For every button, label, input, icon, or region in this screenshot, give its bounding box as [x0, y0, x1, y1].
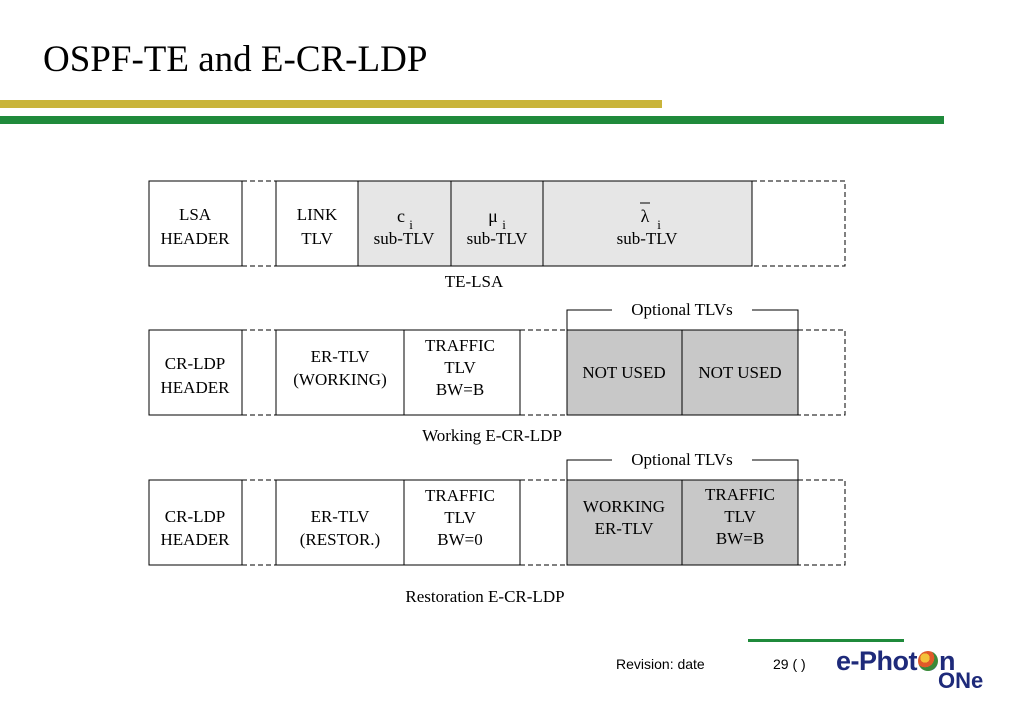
traffic-tlv-box	[403, 329, 521, 416]
mu-subtlv-label: sub-TLV	[467, 229, 528, 248]
working-er-tlv-label: ER-TLV	[595, 519, 655, 538]
er-tlv-label: (WORKING)	[293, 370, 386, 389]
er-tlv-label: (RESTOR.)	[300, 530, 380, 549]
not-used-box-2	[681, 329, 799, 416]
lambda-subtlv-box	[542, 180, 753, 267]
globe-icon	[918, 650, 938, 671]
traffic-tlv-label-2: TLV	[724, 507, 756, 526]
optional-tlvs-label: Optional TLVs	[631, 300, 733, 319]
not-used-label: NOT USED	[698, 363, 781, 382]
crldp-header-label: HEADER	[161, 530, 231, 549]
lsa-header-label: LSA	[179, 205, 212, 224]
crldp-header-label: CR-LDP	[165, 507, 225, 526]
crldp-header-label: HEADER	[161, 378, 231, 397]
restoration-row: Optional TLVs CR-LDP HEADER ER-TLV (REST…	[148, 450, 846, 606]
traffic-tlv-label: TRAFFIC	[425, 486, 495, 505]
page-number: 29 ( )	[773, 656, 806, 672]
working-row: Optional TLVs CR-LDP HEADER ER-TLV (WORK…	[148, 300, 846, 445]
working-caption: Working E-CR-LDP	[422, 426, 562, 445]
link-tlv-label: LINK	[297, 205, 338, 224]
te-lsa-caption: TE-LSA	[445, 272, 504, 291]
traffic-tlv-label: BW=0	[437, 530, 482, 549]
c-symbol: c	[397, 206, 405, 226]
working-er-tlv-label: WORKING	[583, 497, 665, 516]
traffic-tlv-label-2: TRAFFIC	[705, 485, 775, 504]
lambda-symbol: λ	[641, 206, 650, 226]
lambda-subtlv-label: sub-TLV	[617, 229, 678, 248]
logo-line-2: ONe	[938, 668, 984, 693]
not-used-label: NOT USED	[582, 363, 665, 382]
mu-symbol: μ	[488, 206, 498, 226]
link-tlv-label: TLV	[301, 229, 333, 248]
crldp-header-box	[148, 479, 243, 566]
title-underline-gold	[0, 100, 662, 108]
footer-divider	[748, 639, 904, 642]
traffic-tlv-label: BW=B	[436, 380, 484, 399]
crldp-header-box	[148, 329, 243, 416]
optional-tlvs-label: Optional TLVs	[631, 450, 733, 469]
dashed-tail	[752, 180, 846, 267]
dashed-tail	[798, 479, 846, 566]
mu-subtlv-box	[450, 180, 544, 267]
c-subscript: i	[409, 217, 413, 232]
c-subtlv-box	[357, 180, 452, 267]
optional-bracket	[566, 459, 799, 480]
traffic-tlv-label: TRAFFIC	[425, 336, 495, 355]
mu-subscript: i	[502, 217, 506, 232]
not-used-box-1	[566, 329, 683, 416]
c-subtlv-label: sub-TLV	[374, 229, 435, 248]
er-tlv-label: ER-TLV	[311, 507, 371, 526]
te-lsa-row: LSA HEADER LINK TLV c i sub-TLV μ i sub-…	[148, 180, 846, 291]
optional-bracket	[566, 309, 799, 330]
page-title: OSPF-TE and E-CR-LDP	[43, 39, 428, 80]
traffic-tlv-box-2	[681, 479, 799, 566]
working-er-tlv-box	[566, 479, 683, 566]
traffic-tlv-label: TLV	[444, 508, 476, 527]
er-tlv-box	[275, 329, 405, 416]
link-tlv-box	[275, 180, 359, 267]
traffic-tlv-label-2: BW=B	[716, 529, 764, 548]
traffic-tlv-label: TLV	[444, 358, 476, 377]
crldp-header-label: CR-LDP	[165, 354, 225, 373]
traffic-tlv-box	[403, 479, 521, 566]
dashed-tail	[798, 329, 846, 416]
er-tlv-label: ER-TLV	[311, 347, 371, 366]
revision-date: Revision: date	[616, 656, 705, 672]
lsa-header-label: HEADER	[161, 229, 231, 248]
lsa-header-box	[148, 180, 243, 267]
er-tlv-box	[275, 479, 405, 566]
lambda-subscript: i	[657, 217, 661, 232]
restoration-caption: Restoration E-CR-LDP	[405, 587, 564, 606]
title-underline-green	[0, 116, 944, 124]
